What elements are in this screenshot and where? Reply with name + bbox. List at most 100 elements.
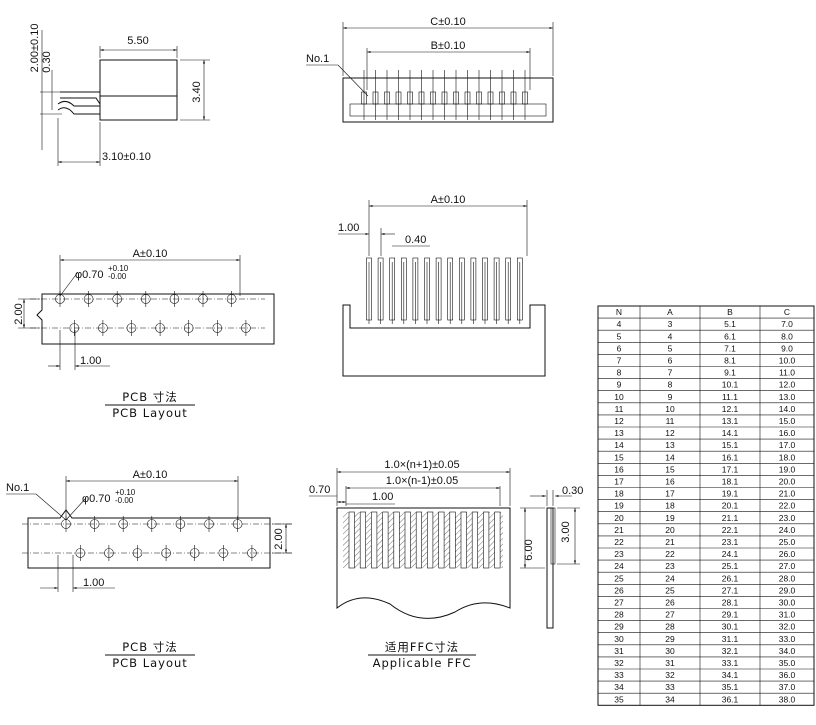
table-cell: 19 <box>614 501 624 511</box>
pcb1-dim-row: 2.00 <box>13 303 25 324</box>
table-cell: 17 <box>665 489 675 499</box>
table-cell: 36.1 <box>722 694 739 704</box>
table-cell: 9 <box>668 392 673 402</box>
table-cell: 28.0 <box>779 573 796 583</box>
table-cell: 25 <box>614 573 624 583</box>
table-cell: 14 <box>665 452 675 462</box>
top-pin-contact <box>430 91 436 105</box>
table-cell: 33 <box>614 670 624 680</box>
pcb1-hole-tol-minus: -0.00 <box>108 272 127 281</box>
table-cell: 34.1 <box>722 670 739 680</box>
table-cell: 6 <box>617 343 622 353</box>
table-cell: 30.1 <box>722 622 739 632</box>
ffc-dim-len-long: 6.00 <box>523 539 535 560</box>
ffc-dim-inner: 1.0×(n-1)±0.05 <box>386 475 458 487</box>
table-cell: 34 <box>665 694 675 704</box>
table-cell: 31 <box>665 658 675 668</box>
table-cell: 17.0 <box>779 440 796 450</box>
table-cell: 10 <box>665 404 675 414</box>
side-dim-right: 3.40 <box>191 81 203 102</box>
table-cell: 24.1 <box>722 549 739 559</box>
table-cell: 9 <box>617 380 622 390</box>
table-cell: 22 <box>665 549 675 559</box>
table-cell: 33.1 <box>722 658 739 668</box>
ffc-conductor <box>382 511 389 569</box>
table-cell: 15.1 <box>722 440 739 450</box>
table-cell: 30 <box>614 634 624 644</box>
table-cell: 5.1 <box>724 319 736 329</box>
top-pin-contact <box>407 91 413 105</box>
table-cell: 27 <box>665 610 675 620</box>
side-view: 5.50 3.40 2.00±0.10 0.30 3.10±0.10 <box>29 24 210 166</box>
table-cell: 15 <box>665 464 675 474</box>
table-cell: 5 <box>617 331 622 341</box>
ffc-conductor <box>427 511 434 569</box>
table-cell: 17.1 <box>722 464 739 474</box>
table-cell: 38.0 <box>779 694 796 704</box>
table-cell: 29 <box>665 634 675 644</box>
table-cell: 16 <box>665 477 675 487</box>
table-cell: 26.1 <box>722 573 739 583</box>
table-cell: 22.0 <box>779 501 796 511</box>
table-cell: 12 <box>665 428 675 438</box>
top-dim-c: C±0.10 <box>430 16 465 28</box>
table-cell: 12 <box>614 416 624 426</box>
ffc-conductor <box>348 511 355 569</box>
table-cell: 33.0 <box>779 634 796 644</box>
table-cell: 13.1 <box>722 416 739 426</box>
table-cell: 34 <box>614 682 624 692</box>
pcb2-hole-tol-minus: -0.00 <box>115 496 134 505</box>
table-cell: 30.0 <box>779 598 796 608</box>
table-cell: 13 <box>614 428 624 438</box>
connector-body-front <box>342 304 546 377</box>
ffc-dim-total: 1.0×(n+1)±0.05 <box>384 459 459 471</box>
ffc-side-view: 0.30 6.00 3.00 <box>520 485 583 629</box>
table-cell: 23.0 <box>779 513 796 523</box>
table-cell: 23 <box>614 549 624 559</box>
table-header-cell: C <box>784 307 790 317</box>
table-cell: 12.1 <box>722 404 739 414</box>
table-cell: 24 <box>614 561 624 571</box>
ffc-conductor <box>404 511 411 569</box>
table-cell: 16.0 <box>779 428 796 438</box>
table-cell: 17 <box>614 477 624 487</box>
table-cell: 29 <box>614 622 624 632</box>
table-cell: 35 <box>614 694 624 704</box>
top-pin-contact <box>384 91 390 105</box>
table-cell: 35.1 <box>722 682 739 692</box>
table-cell: 10.1 <box>722 380 739 390</box>
table-cell: 21.0 <box>779 489 796 499</box>
ffc-dim-pitch: 1.00 <box>372 491 393 503</box>
ffc-dim-len-short: 3.00 <box>560 521 572 542</box>
table-cell: 14.1 <box>722 428 739 438</box>
table-cell: 21 <box>614 525 624 535</box>
table-cell: 11.0 <box>779 368 795 378</box>
pcb1-caption-en: PCB Layout <box>112 406 188 420</box>
ffc-conductor <box>415 511 423 569</box>
ffc-side-strip <box>546 507 554 629</box>
table-cell: 24.0 <box>779 525 796 535</box>
table-cell: 20.1 <box>722 501 739 511</box>
side-dim-bottom: 3.10±0.10 <box>102 151 151 163</box>
table-cell: 32 <box>614 658 624 668</box>
table-cell: 26.0 <box>779 549 796 559</box>
table-cell: 25.0 <box>779 537 796 547</box>
connector-body-top <box>342 77 554 123</box>
table-header-cell: A <box>667 307 673 317</box>
table-cell: 5 <box>668 343 673 353</box>
table-cell: 23 <box>665 561 675 571</box>
pcb2-dim-a: A±0.10 <box>133 469 168 481</box>
table-cell: 18 <box>665 501 675 511</box>
top-pin-contact <box>372 91 379 105</box>
table-cell: 10.0 <box>779 356 796 366</box>
ffc-conductor <box>393 511 400 569</box>
table-cell: 9.0 <box>781 343 793 353</box>
table-cell: 32 <box>665 670 675 680</box>
table-cell: 33 <box>665 682 675 692</box>
table-cell: 8.1 <box>724 356 736 366</box>
connector-body-side <box>99 59 178 121</box>
pcb-outline-1 <box>36 293 275 345</box>
ffc-conductor <box>359 511 367 569</box>
table-cell: 11 <box>666 416 675 426</box>
table-cell: 22.1 <box>722 525 739 535</box>
